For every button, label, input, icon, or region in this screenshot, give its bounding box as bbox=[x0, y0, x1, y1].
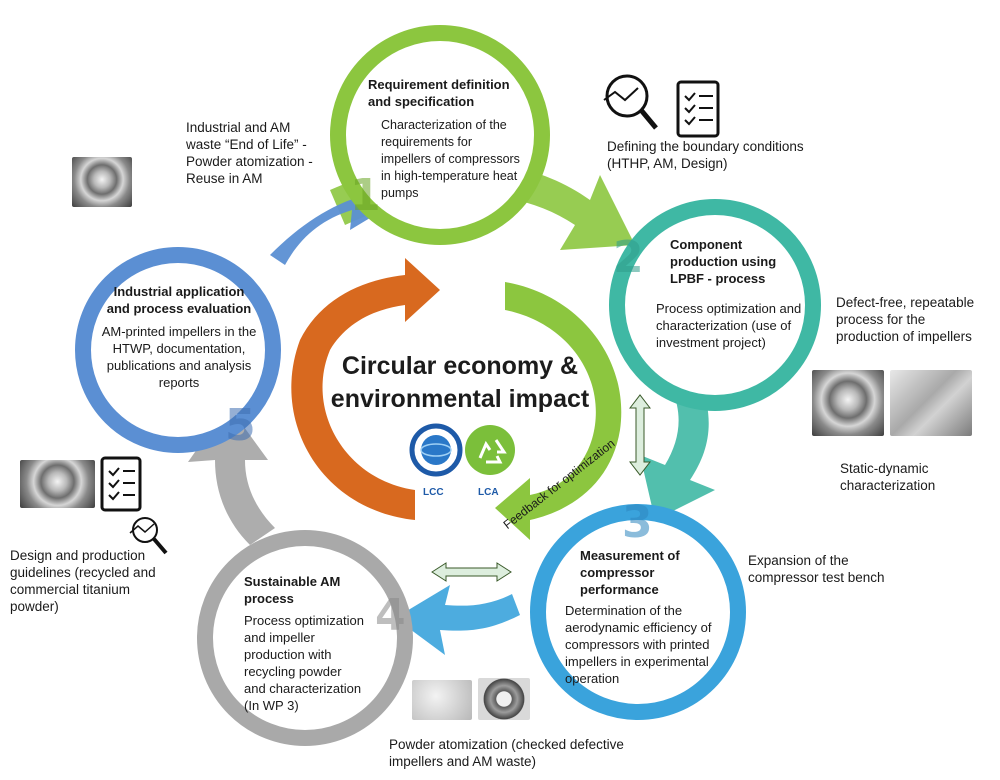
impeller-photo bbox=[812, 370, 884, 436]
checklist-icon-small bbox=[100, 456, 142, 512]
inner-arrow-orange bbox=[291, 258, 440, 520]
ring-sample-photo bbox=[478, 678, 530, 720]
lcc-label: LCC bbox=[423, 487, 444, 498]
note-top-right: Defining the boundary conditions(HTHP, A… bbox=[607, 139, 804, 171]
step-4-number: 4 bbox=[375, 590, 406, 641]
step-1-number: 1 bbox=[350, 170, 381, 221]
step-1-circle bbox=[330, 25, 550, 245]
step-3-number: 3 bbox=[622, 497, 653, 548]
lcc-globe-icon bbox=[409, 423, 463, 477]
step-2-circle bbox=[609, 199, 821, 411]
search-analytics-icon-small bbox=[129, 517, 168, 555]
powder-photo bbox=[412, 680, 472, 720]
step-2-number: 2 bbox=[613, 232, 644, 283]
double-arrow-horizontal bbox=[431, 562, 512, 582]
build-plate-photo bbox=[890, 370, 972, 436]
inner-arrow-green bbox=[495, 282, 622, 540]
step-5-circle bbox=[75, 247, 281, 453]
center-title: Circular economy &environmental impact bbox=[330, 352, 590, 413]
step-4-circle bbox=[197, 530, 413, 746]
arrow-2-to-3 bbox=[640, 380, 715, 520]
double-arrow-vertical bbox=[628, 394, 652, 476]
search-analytics-icon bbox=[603, 74, 658, 130]
lca-label: LCA bbox=[478, 487, 499, 498]
checklist-icon bbox=[676, 80, 720, 138]
step-3-circle bbox=[530, 504, 746, 720]
impeller-photo bbox=[20, 460, 95, 508]
impeller-photo bbox=[72, 157, 132, 207]
arrow-3-to-4 bbox=[395, 585, 520, 655]
recycle-icon bbox=[465, 425, 515, 475]
step-5-number: 5 bbox=[225, 400, 256, 451]
